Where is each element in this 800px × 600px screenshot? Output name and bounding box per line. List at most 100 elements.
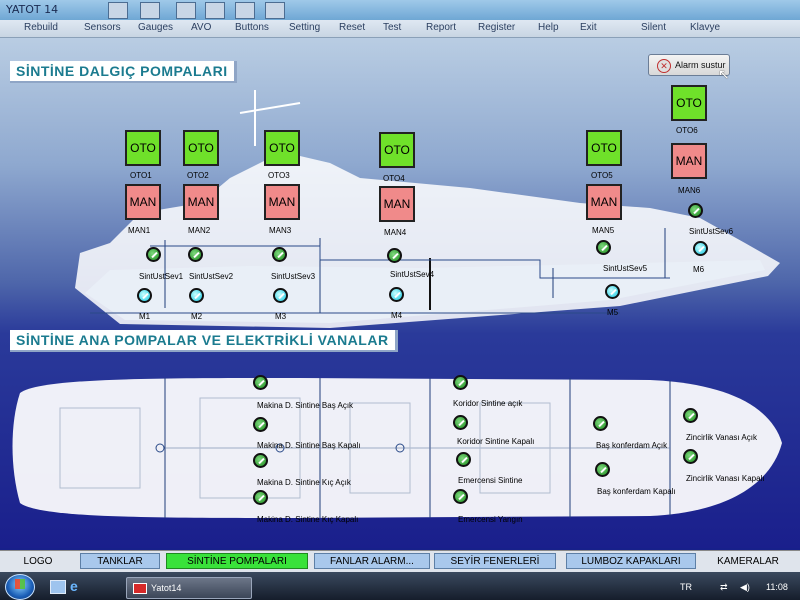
valve-label-6: Koridor Sintine Kapalı — [457, 437, 535, 446]
oto-button-1[interactable]: OTO — [125, 130, 161, 166]
tab-kameralar[interactable]: KAMERALAR — [702, 553, 794, 569]
main-panel: SİNTİNE DALGIÇ POMPALARI SİNTİNE ANA POM… — [0, 38, 800, 548]
valve-label-11: Zincirlik Vanası Açık — [686, 433, 757, 442]
valve-indicator-1[interactable] — [253, 375, 268, 390]
motor-indicator-1[interactable] — [137, 288, 152, 303]
valve-label-12: Zincirlik Vanası Kapalı — [686, 474, 765, 483]
oto-label-6: OTO6 — [676, 126, 698, 135]
level-sensor-2[interactable] — [188, 247, 203, 262]
valve-label-7: Emercensi Sintine — [458, 476, 523, 485]
show-desktop-icon[interactable] — [50, 580, 66, 594]
man-button-5[interactable]: MAN — [586, 184, 622, 220]
valve-indicator-11[interactable] — [683, 408, 698, 423]
level-sensor-label-6: SintUstSev6 — [689, 227, 734, 236]
level-sensor-3[interactable] — [272, 247, 287, 262]
menu-help[interactable]: Help — [538, 22, 559, 33]
level-sensor-1[interactable] — [146, 247, 161, 262]
volume-icon[interactable]: ◀) — [740, 582, 750, 592]
menu-test[interactable]: Test — [383, 22, 402, 33]
tab-seyir-fenerleri[interactable]: SEYİR FENERLERİ — [434, 553, 556, 569]
oto-button-5[interactable]: OTO — [586, 130, 622, 166]
menu-reset[interactable]: Reset — [339, 22, 366, 33]
app-icon — [133, 583, 147, 594]
man-button-1[interactable]: MAN — [125, 184, 161, 220]
language-indicator[interactable]: TR — [680, 582, 692, 592]
level-sensor-4[interactable] — [387, 248, 402, 263]
start-button-icon[interactable] — [5, 574, 35, 600]
tab-lumboz-kapaklari[interactable]: LUMBOZ KAPAKLARI — [566, 553, 696, 569]
valve-label-8: Emercensi Yangın — [458, 515, 523, 524]
valve-indicator-7[interactable] — [456, 452, 471, 467]
level-sensor-label-2: SintUstSev2 — [189, 272, 234, 281]
network-icon[interactable]: ⇄ — [720, 582, 728, 592]
menu-silent[interactable]: Silent — [641, 22, 667, 33]
valve-indicator-4[interactable] — [253, 490, 268, 505]
level-sensor-label-1: SintUstSev1 — [139, 272, 184, 281]
menu-rebuild[interactable]: Rebuild — [24, 22, 58, 33]
toolbar-icon[interactable] — [205, 2, 225, 19]
menu-sensors[interactable]: Sensors — [84, 22, 121, 33]
tab-tanklar[interactable]: TANKLAR — [80, 553, 160, 569]
man-label-1: MAN1 — [128, 226, 151, 235]
taskbar-app-button[interactable]: Yatot14 — [126, 577, 252, 599]
alarm-silence-button[interactable]: ✕ Alarm sustur — [648, 54, 730, 76]
oto-button-6[interactable]: OTO — [671, 85, 707, 121]
motor-label-2: M2 — [191, 312, 203, 321]
tab-sintine-pompalari[interactable]: SİNTİNE POMPALARI — [166, 553, 308, 569]
valve-indicator-5[interactable] — [453, 375, 468, 390]
yacht-plan-diagram — [12, 378, 782, 518]
level-sensor-label-3: SintUstSev3 — [271, 272, 316, 281]
oto-label-3: OTO3 — [268, 171, 290, 180]
motor-indicator-2[interactable] — [189, 288, 204, 303]
oto-button-4[interactable]: OTO — [379, 132, 415, 168]
motor-indicator-5[interactable] — [605, 284, 620, 299]
valve-indicator-12[interactable] — [683, 449, 698, 464]
section-title-main-pumps-valves: SİNTİNE ANA POMPALAR VE ELEKTRİKLİ VANAL… — [10, 330, 398, 352]
man-button-6[interactable]: MAN — [671, 143, 707, 179]
man-button-2[interactable]: MAN — [183, 184, 219, 220]
menu-register[interactable]: Register — [478, 22, 516, 33]
toolbar-icon[interactable] — [140, 2, 160, 19]
toolbar-icon[interactable] — [108, 2, 128, 19]
oto-button-2[interactable]: OTO — [183, 130, 219, 166]
valve-indicator-9[interactable] — [593, 416, 608, 431]
menu-avo[interactable]: AVO — [191, 22, 212, 33]
motor-label-5: M5 — [607, 308, 619, 317]
oto-label-2: OTO2 — [187, 171, 209, 180]
menu-report[interactable]: Report — [426, 22, 457, 33]
man-label-6: MAN6 — [678, 186, 701, 195]
motor-indicator-3[interactable] — [273, 288, 288, 303]
toolbar-icon[interactable] — [235, 2, 255, 19]
browser-icon[interactable]: e — [70, 578, 78, 594]
man-button-3[interactable]: MAN — [264, 184, 300, 220]
valve-label-4: Makina D. Sintine Kıç Kapalı — [257, 515, 359, 524]
valve-indicator-10[interactable] — [595, 462, 610, 477]
menu-setting[interactable]: Setting — [289, 22, 321, 33]
valve-indicator-8[interactable] — [453, 489, 468, 504]
valve-indicator-2[interactable] — [253, 417, 268, 432]
valve-indicator-3[interactable] — [253, 453, 268, 468]
tab-fanlar-alarm[interactable]: FANLAR ALARM... — [314, 553, 430, 569]
menu-gauges[interactable]: Gauges — [138, 22, 174, 33]
toolbar-icon[interactable] — [265, 2, 285, 19]
menu-klavye[interactable]: Klavye — [690, 22, 721, 33]
oto-label-5: OTO5 — [591, 171, 613, 180]
motor-label-4: M4 — [391, 311, 403, 320]
oto-button-3[interactable]: OTO — [264, 130, 300, 166]
motor-indicator-6[interactable] — [693, 241, 708, 256]
level-sensor-5[interactable] — [596, 240, 611, 255]
oto-label-4: OTO4 — [383, 174, 405, 183]
title-bar: YATOT 14 — [0, 0, 800, 21]
oto-label-1: OTO1 — [130, 171, 152, 180]
menu-bar: Rebuild Sensors Gauges AVO Buttons Setti… — [0, 20, 800, 38]
menu-buttons[interactable]: Buttons — [235, 22, 269, 33]
toolbar-icon[interactable] — [176, 2, 196, 19]
valve-label-5: Koridor Sintine açık — [453, 399, 523, 408]
tab-logo[interactable]: LOGO — [4, 553, 72, 569]
level-sensor-6[interactable] — [688, 203, 703, 218]
motor-label-6: M6 — [693, 265, 705, 274]
motor-indicator-4[interactable] — [389, 287, 404, 302]
valve-indicator-6[interactable] — [453, 415, 468, 430]
man-button-4[interactable]: MAN — [379, 186, 415, 222]
menu-exit[interactable]: Exit — [580, 22, 597, 33]
